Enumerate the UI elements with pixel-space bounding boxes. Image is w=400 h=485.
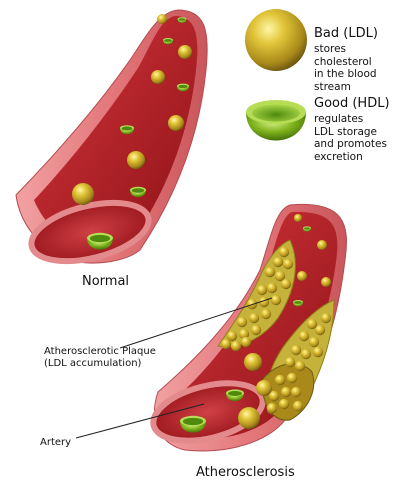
hdl-particle — [180, 415, 206, 433]
hdl-particle — [177, 83, 189, 92]
legend-hdl-line: LDL storage — [314, 125, 378, 138]
legend-ldl-desc: stores cholesterol in the blood stream — [314, 43, 400, 93]
ldl-particle — [246, 298, 258, 310]
ldl-particle — [284, 356, 296, 368]
hdl-particle — [87, 232, 113, 250]
legend-hdl-desc: regulates LDL storage and promotes excre… — [314, 113, 387, 163]
legend-hdl-title: Good (HDL) — [314, 96, 390, 111]
legend-hdl-line: regulates — [314, 113, 364, 125]
normal-artery-mouth — [28, 199, 152, 265]
ldl-particle — [127, 151, 145, 169]
hdl-particle — [303, 226, 311, 232]
ldl-particle — [230, 340, 242, 352]
ldl-particle — [314, 324, 326, 336]
ldl-particle — [280, 386, 292, 398]
ldl-particle — [256, 380, 272, 396]
ldl-particle — [168, 115, 184, 131]
legend-hdl-line: excretion — [314, 150, 363, 163]
ldl-particle — [290, 386, 302, 398]
legend-ldl-line: stores cholesterol — [314, 43, 372, 68]
artery-callout-label: Artery — [40, 437, 72, 448]
ldl-particle — [256, 284, 268, 296]
ldl-particle — [274, 374, 286, 386]
plaque-callout-line-1: Atherosclerotic Plaque — [44, 346, 156, 357]
ldl-particle — [236, 316, 248, 328]
diseased-artery — [150, 203, 347, 452]
ldl-particle — [274, 270, 286, 282]
ldl-particle — [272, 256, 284, 268]
ldl-particle — [300, 348, 312, 360]
hdl-particle — [226, 389, 244, 402]
ldl-particle — [286, 372, 298, 384]
ldl-particle — [250, 324, 262, 336]
hdl-particle — [293, 300, 303, 307]
plaque-particles — [220, 246, 332, 414]
legend-ldl-line: in the blood stream — [314, 68, 377, 93]
ldl-particle — [178, 45, 192, 59]
ldl-particle — [260, 308, 272, 320]
caption-atherosclerosis: Atherosclerosis — [196, 465, 295, 480]
ldl-particle — [294, 360, 306, 372]
legend-hdl-line: and promotes — [314, 138, 387, 150]
hdl-particle — [163, 38, 173, 45]
hdl-particle — [120, 125, 134, 135]
ldl-particle — [268, 390, 280, 402]
plaque-callout-line-2: (LDL accumulation) — [44, 358, 142, 369]
ldl-particle — [266, 282, 278, 294]
diseased-particles — [180, 214, 331, 433]
ldl-particle — [151, 70, 165, 84]
legend-ldl-icon — [245, 9, 307, 71]
ldl-particle — [270, 294, 282, 306]
ldl-particle — [297, 271, 307, 281]
ldl-particle — [244, 353, 262, 371]
ldl-particle — [240, 336, 252, 348]
ldl-particle — [298, 330, 310, 342]
ldl-particle — [72, 183, 94, 205]
ldl-particle — [321, 277, 331, 287]
legend-hdl-icon — [246, 100, 306, 141]
artery-callout-line — [75, 403, 205, 439]
ldl-particle — [238, 407, 260, 429]
ldl-particle — [320, 312, 332, 324]
normal-artery — [15, 9, 208, 265]
ldl-particle — [294, 214, 302, 222]
caption-normal: Normal — [82, 274, 130, 289]
ldl-particle — [312, 346, 324, 358]
ldl-particle — [278, 246, 290, 258]
normal-particles — [72, 14, 192, 250]
hdl-particle — [130, 186, 146, 198]
ldl-particle — [238, 328, 250, 340]
legend-ldl-title: Bad (LDL) — [314, 26, 378, 41]
ldl-particle — [306, 318, 318, 330]
ldl-particle — [292, 400, 304, 412]
ldl-particle — [157, 14, 167, 24]
hdl-particle — [177, 17, 187, 24]
plaque-callout-line — [119, 297, 273, 349]
ldl-particle — [280, 278, 292, 290]
ldl-particle — [266, 402, 278, 414]
ldl-particle — [220, 338, 232, 350]
ldl-particle — [317, 240, 327, 250]
ldl-particle — [226, 330, 238, 342]
ldl-particle — [290, 344, 302, 356]
plaque-callout-label: Atherosclerotic Plaque (LDL accumulation… — [44, 346, 156, 370]
ldl-particle — [278, 398, 290, 410]
ldl-particle — [264, 266, 276, 278]
ldl-particle — [248, 312, 260, 324]
ldl-particle — [308, 336, 320, 348]
ldl-particle — [282, 258, 294, 270]
